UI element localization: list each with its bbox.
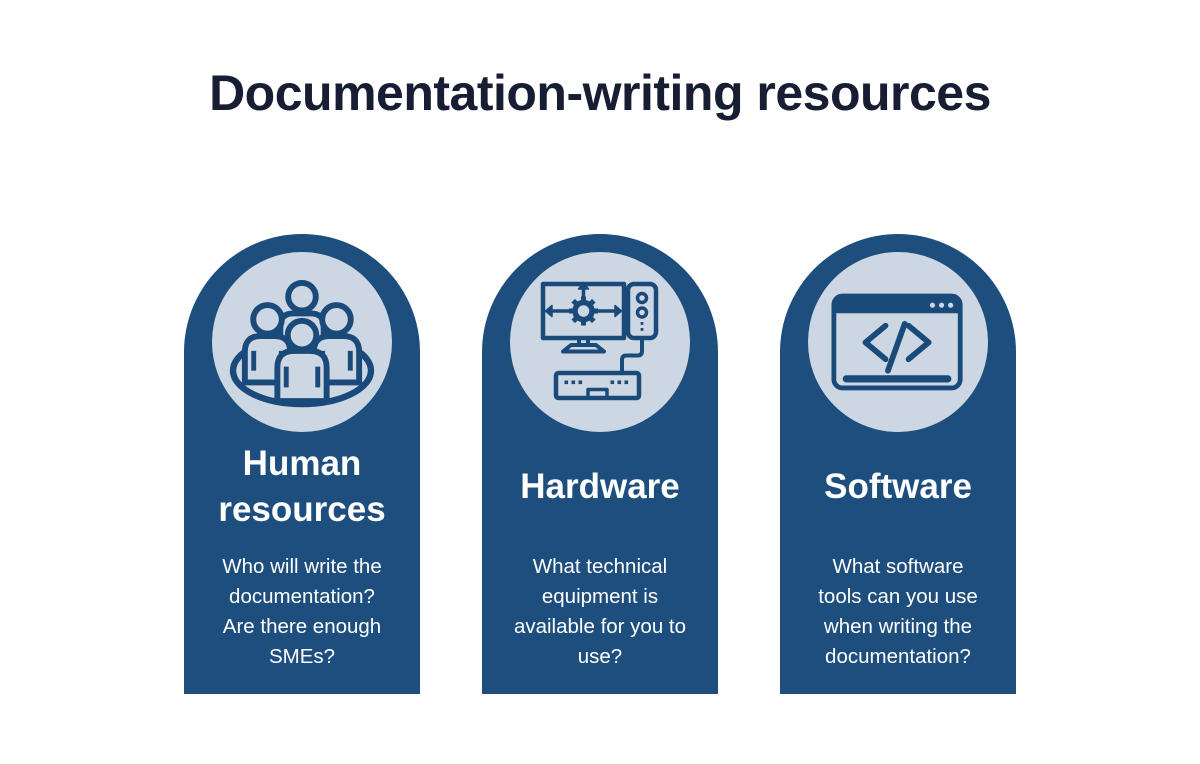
icon-circle: [808, 252, 988, 432]
card-title-area: Hardware: [482, 432, 718, 542]
page-title: Documentation-writing resources: [209, 65, 991, 121]
cards-row: Human resources Who will write the docum…: [0, 234, 1200, 694]
card-description: What technical equipment is available fo…: [513, 555, 687, 668]
card-title: Hardware: [520, 467, 680, 506]
card-title: Software: [824, 467, 972, 506]
card-description: Who will write the documentation? Are th…: [222, 555, 382, 668]
card-title: Human resources: [218, 444, 386, 529]
resource-card-software: Software What software tools can you use…: [780, 234, 1016, 694]
people-icon: [229, 279, 375, 407]
icon-circle: [510, 252, 690, 432]
code-window-icon: [831, 293, 963, 391]
icon-circle: [212, 252, 392, 432]
card-description: What software tools can you use when wri…: [818, 555, 978, 668]
card-title-area: Human resources: [184, 432, 420, 542]
card-title-area: Software: [780, 432, 1016, 542]
hardware-icon: [540, 281, 659, 401]
resource-card-human-resources: Human resources Who will write the docum…: [184, 234, 420, 694]
resource-card-hardware: Hardware What technical equipment is ava…: [482, 234, 718, 694]
